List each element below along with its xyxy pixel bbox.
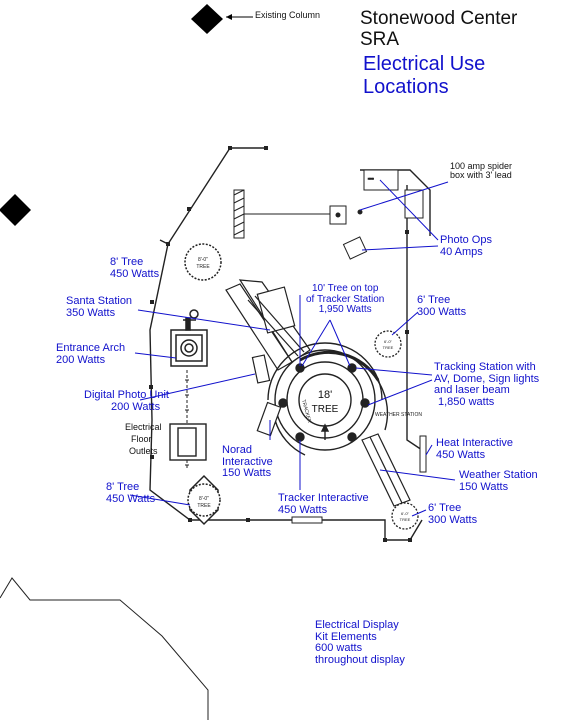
svg-text:TREE: TREE [400, 517, 411, 522]
title-line1: Stonewood Center [360, 8, 518, 29]
norad-unit [256, 401, 282, 437]
svg-text:TREE: TREE [383, 345, 394, 350]
entrance-arch-unit [170, 309, 208, 367]
lower-booth [169, 423, 207, 461]
tree-6ft-bottom-symbol: 6'-0" TREE [391, 502, 419, 530]
center-tree-label: TREE [312, 404, 339, 415]
hatched-wall [233, 189, 245, 239]
santa-station-stage [225, 279, 311, 371]
leader-lines [129, 179, 456, 517]
tree-8ft-bottom-symbol: 8'-0" TREE [187, 474, 221, 526]
title-line2: SRA [360, 29, 400, 50]
svg-text:8'-0": 8'-0" [199, 496, 209, 502]
existing-column-icon [0, 194, 31, 226]
legend-existing-column: Existing Column [255, 10, 321, 20]
svg-text:TREE: TREE [197, 503, 211, 509]
rail-posts [149, 146, 412, 542]
center-tree-size: 18' [318, 389, 332, 401]
digital-photo-unit [251, 354, 271, 384]
tree-8ft-top-text: 8'-0" [198, 257, 208, 263]
subtitle-line1: Electrical Use [363, 53, 486, 75]
weather-station-unit [361, 433, 411, 507]
existing-column-icon [191, 4, 223, 34]
tracker-station-ring [267, 342, 389, 456]
small-fixture [244, 205, 347, 225]
svg-text:6'-0": 6'-0" [401, 511, 410, 516]
subtitle-line2: Locations [363, 76, 449, 98]
building-outline [0, 577, 209, 720]
svg-text:▫▫▫▫: ▫▫▫▫ [368, 176, 374, 181]
tracker-interactive-unit [291, 516, 323, 524]
tree-8ft-top-symbol: 8'-0" TREE [184, 243, 222, 281]
svg-text:TREE: TREE [196, 264, 210, 270]
svg-text:6'-0": 6'-0" [384, 339, 393, 344]
weather-sign-text: WEATHER STATION [375, 412, 422, 418]
tree-6ft-top-symbol: 6'-0" TREE [374, 330, 402, 358]
heat-interactive-unit [419, 435, 427, 473]
